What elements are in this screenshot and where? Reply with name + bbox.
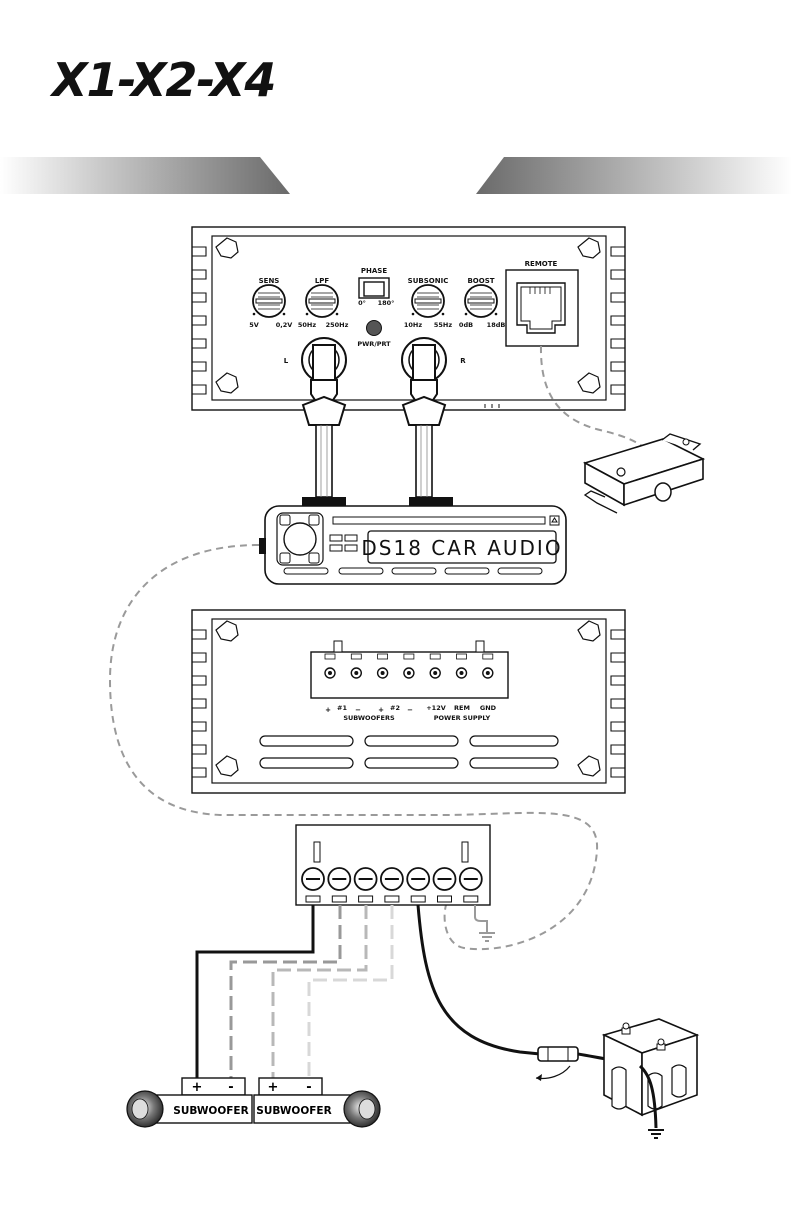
terminal-screw-center — [407, 671, 411, 675]
power-supply-label: POWER SUPPLY — [434, 714, 491, 722]
speaker1-minus-label: - — [228, 1080, 233, 1095]
terminal-slot — [430, 654, 440, 659]
softkey[interactable] — [445, 568, 489, 574]
terminal-slot — [457, 654, 467, 659]
banner-left — [0, 157, 290, 194]
sub1-label: #1 — [337, 704, 347, 712]
subwoofer-label-right: SUBWOOFER — [256, 1105, 331, 1117]
led-label: PWR/PRT — [357, 340, 391, 348]
preset-button[interactable] — [330, 545, 342, 551]
head-unit-display: DS18 CAR AUDIO — [361, 536, 562, 560]
subwoofers-label: SUBWOOFERS — [343, 714, 395, 722]
rca-right-label: R — [460, 357, 466, 365]
ground-icon — [479, 933, 495, 941]
knob-label: SENS — [259, 277, 280, 285]
terminal-screw-center — [433, 671, 437, 675]
knob-min-label: 50Hz — [298, 321, 316, 329]
power-wire — [418, 905, 540, 1054]
ground-wire — [475, 905, 487, 933]
subwoofer-left: + - SUBWOOFER — [127, 1078, 252, 1127]
speaker-wire-1-negative — [231, 905, 340, 1078]
knob-min-label: 0dB — [459, 321, 473, 329]
speaker1-plus-label: + — [192, 1080, 203, 1095]
terminal-screw-center — [381, 671, 385, 675]
subwoofer-label-left: SUBWOOFER — [173, 1105, 248, 1117]
wire-entry — [359, 896, 373, 902]
softkey[interactable] — [498, 568, 542, 574]
softkey[interactable] — [339, 568, 383, 574]
speaker-wire-2-positive — [273, 905, 366, 1078]
terminal-slot — [351, 654, 361, 659]
sub2-plus-label: + — [378, 706, 384, 714]
amplifier-bottom-panel: + #1 − + #2 − +12V REM GND SUBWOOFERS PO… — [192, 610, 625, 793]
speaker2-plus-label: + — [268, 1080, 279, 1095]
wire-entry — [438, 896, 452, 902]
preset-button[interactable] — [330, 535, 342, 541]
knob-label: LPF — [315, 277, 330, 285]
sub2-label: #2 — [390, 704, 400, 712]
terminal-slot — [325, 654, 335, 659]
model-logo: X1-X2-X4 — [49, 53, 275, 107]
gnd-label: GND — [480, 704, 497, 712]
power-12v-label: +12V — [426, 704, 446, 712]
remote-bass-knob[interactable] — [585, 434, 703, 513]
knob-max-label: 18dB — [487, 321, 506, 329]
knob-max-label: 55Hz — [434, 321, 452, 329]
amplifier-top-panel: SENS 5V 0,2V LPF 50Hz 250Hz SUBSONIC 10Hz 55Hz BO… — [192, 227, 625, 410]
rca-left-label: L — [284, 357, 289, 365]
subwoofer-right: + - SUBWOOFER — [254, 1078, 380, 1127]
button-up-left[interactable] — [280, 515, 290, 525]
terminal-slot — [483, 654, 493, 659]
eject-icon[interactable] — [550, 516, 559, 525]
speaker2-minus-label: - — [306, 1080, 311, 1095]
wire-entry — [411, 896, 425, 902]
softkey[interactable] — [392, 568, 436, 574]
knob-max-label: 0,2V — [276, 321, 293, 329]
knob-label: SUBSONIC — [408, 277, 449, 285]
terminal-screw-center — [328, 671, 332, 675]
phase-right-label: 180° — [378, 299, 395, 307]
terminal-screw-center — [354, 671, 358, 675]
banner-right — [476, 157, 792, 194]
fuse-holder-icon — [538, 1047, 578, 1061]
power-led-icon — [367, 321, 382, 336]
button-up-right[interactable] — [309, 515, 319, 525]
terminal-slot — [378, 654, 388, 659]
wire-entry — [332, 896, 346, 902]
terminal-slot — [404, 654, 414, 659]
wire-entry — [464, 896, 478, 902]
remote-label: REMOTE — [525, 260, 558, 268]
terminal-block-detail — [296, 825, 490, 905]
speaker-wire-2-negative — [309, 905, 392, 1078]
preset-button[interactable] — [345, 535, 357, 541]
car-battery — [604, 1019, 697, 1115]
preset-button[interactable] — [345, 545, 357, 551]
button-down-right[interactable] — [309, 553, 319, 563]
terminal-screw-center — [460, 671, 464, 675]
wire-entry — [306, 896, 320, 902]
sub1-plus-label: + — [325, 706, 331, 714]
phase-label: PHASE — [361, 267, 387, 275]
wire-entry — [385, 896, 399, 902]
volume-knob[interactable] — [284, 523, 316, 555]
remote-port[interactable]: REMOTE — [506, 260, 578, 346]
knob-max-label: 250Hz — [326, 321, 349, 329]
sub1-minus-label: − — [355, 706, 361, 714]
knob-label: BOOST — [467, 277, 494, 285]
rem-label: REM — [454, 704, 470, 712]
button-down-left[interactable] — [280, 553, 290, 563]
head-unit: DS18 CAR AUDIO — [259, 506, 566, 584]
terminal-screw-center — [486, 671, 490, 675]
ground-icon — [648, 1130, 664, 1138]
softkey[interactable] — [284, 568, 328, 574]
knob-min-label: 5V — [249, 321, 259, 329]
knob-min-label: 10Hz — [404, 321, 422, 329]
sub2-minus-label: − — [407, 706, 413, 714]
phase-left-label: 0° — [358, 299, 366, 307]
speaker-wire-1-positive — [197, 905, 313, 1078]
